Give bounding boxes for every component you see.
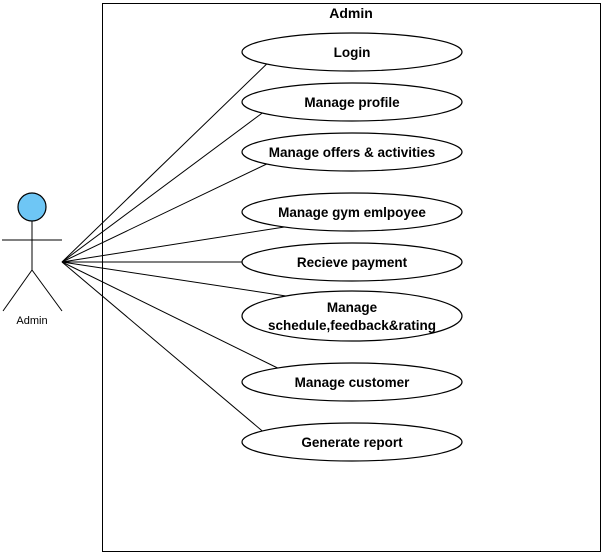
use-case-manage-profile[interactable]: Manage profile bbox=[241, 82, 463, 122]
association-login bbox=[61, 63, 268, 263]
use-case-label: Manage offers & activities bbox=[269, 145, 436, 160]
use-case-ellipse bbox=[241, 32, 463, 72]
use-case-label: Manage bbox=[327, 300, 378, 315]
use-case-ellipse bbox=[241, 242, 463, 282]
system-title: Admin bbox=[329, 5, 373, 21]
use-case-manage-gym-employee[interactable]: Manage gym emlpoyee bbox=[241, 192, 463, 232]
actor-admin[interactable]: Admin bbox=[2, 192, 63, 327]
use-case-label: Manage gym emlpoyee bbox=[278, 205, 426, 220]
association-generate-report bbox=[61, 261, 263, 432]
actor-left-leg bbox=[2, 269, 33, 312]
use-case-login[interactable]: Login bbox=[241, 32, 463, 72]
use-case-ellipse bbox=[241, 290, 463, 342]
actor-label: Admin bbox=[16, 315, 47, 327]
actor-right-leg bbox=[31, 269, 63, 312]
association-lines bbox=[61, 63, 287, 432]
use-case-generate-report[interactable]: Generate report bbox=[241, 422, 463, 462]
actor-head bbox=[17, 192, 47, 222]
association-manage-offers-activities bbox=[61, 163, 267, 263]
use-case-recieve-payment[interactable]: Recieve payment bbox=[241, 242, 463, 282]
use-case-label: Manage profile bbox=[304, 95, 400, 110]
use-case-label: schedule,feedback&rating bbox=[268, 318, 436, 333]
use-case-manage-schedule-feedback-rating[interactable]: Manage schedule,feedback&rating bbox=[241, 290, 463, 342]
use-case-label: Login bbox=[334, 45, 371, 60]
association-manage-schedule-feedback-rating bbox=[61, 261, 287, 297]
use-case-ellipse bbox=[241, 82, 463, 122]
use-case-label: Generate report bbox=[301, 435, 403, 450]
use-case-ellipse bbox=[241, 192, 463, 232]
association-manage-customer bbox=[61, 261, 278, 369]
use-case-ellipse bbox=[241, 132, 463, 172]
association-manage-gym-employee bbox=[61, 226, 285, 263]
use-case-label: Recieve payment bbox=[297, 255, 408, 270]
use-case-ellipse bbox=[241, 362, 463, 402]
use-case-manage-customer[interactable]: Manage customer bbox=[241, 362, 463, 402]
use-case-label: Manage customer bbox=[295, 375, 411, 390]
use-case-ellipse bbox=[241, 422, 463, 462]
association-manage-profile bbox=[61, 112, 263, 263]
use-case-manage-offers-activities[interactable]: Manage offers & activities bbox=[241, 132, 463, 172]
